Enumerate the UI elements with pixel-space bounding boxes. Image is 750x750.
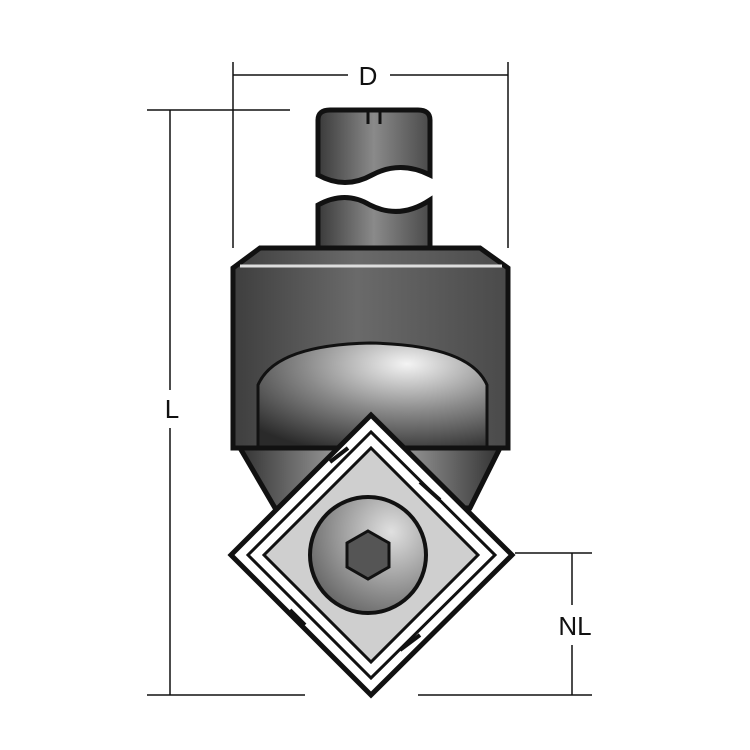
shank — [315, 107, 433, 253]
dimension-l — [147, 109, 305, 696]
label-d: D — [359, 61, 378, 91]
dimension-d — [232, 62, 509, 248]
insert-screw — [308, 495, 428, 615]
hex-socket-icon — [345, 529, 391, 581]
label-nl: NL — [558, 611, 591, 641]
dimension-nl — [418, 552, 592, 696]
label-l: L — [165, 394, 179, 424]
